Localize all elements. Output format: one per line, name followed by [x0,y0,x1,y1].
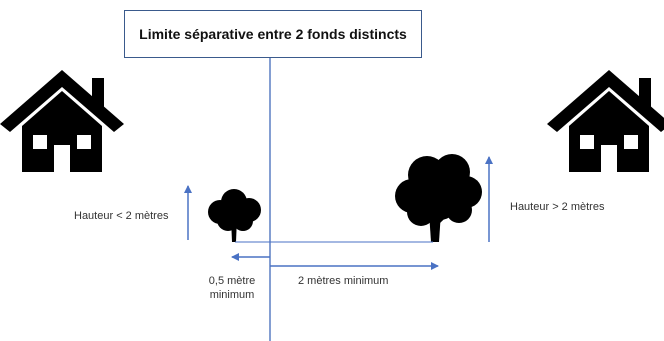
label-height-under-2m: Hauteur < 2 mètres [74,210,169,222]
label-half-meter-minimum: 0,5 mètre minimum [202,274,262,302]
house-icon-left [0,70,124,172]
large-tree-icon [395,154,482,242]
label-two-meters-minimum: 2 mètres minimum [298,275,389,287]
house-icon-right [547,70,664,172]
label-half-meter-line1: 0,5 mètre [208,275,256,287]
label-half-meter-line2: minimum [209,289,255,301]
boundary-title-box: Limite séparative entre 2 fonds distinct… [124,10,422,58]
boundary-title: Limite séparative entre 2 fonds distinct… [139,26,407,42]
small-tree-icon [208,189,261,242]
label-height-over-2m: Hauteur > 2 mètres [510,201,605,213]
